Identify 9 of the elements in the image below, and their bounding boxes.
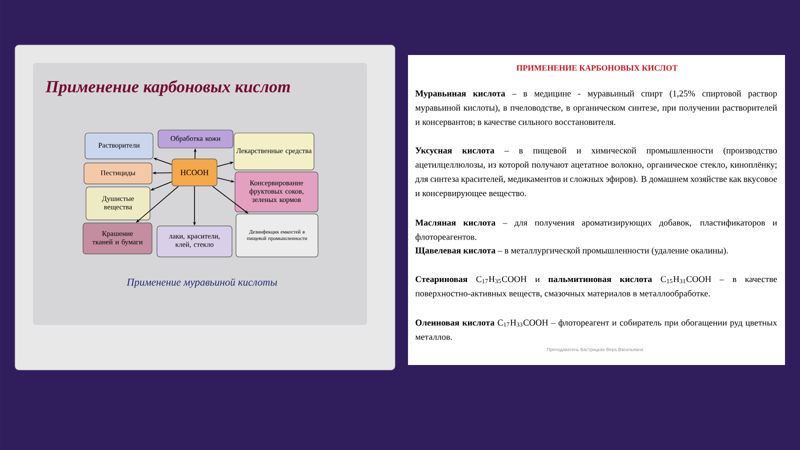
paragraph: Олеиновая кислота C$_{17}$H$_{33}$COOH – флотореагент и собиратель при обогащении руд цветных металлов. [415,319,778,340]
paragraph: Стеариновая C$_{17}$H$_{35}$COOH и пальмитиновая кислота C$_{15}$H$_{31}$COOH – в качестве поверхностно-активных веществ, смазочных материалов в металлообработке. [415,276,777,298]
paragraph: Масляная кислота – для получения ароматизирующих добавок, пластификаторов и флотореагентов. [415,219,777,242]
paragraph: Щавелевая кислота – в металлургической промышленности (удаление окалины). [415,247,728,256]
slide-title: ПРИМЕНЕНИЕ КАРБОНОВЫХ КИСЛОТ [516,65,678,71]
picture-caption: Применение муравьиной кислоты [126,278,277,288]
paragraph: Муравьиная кислота – в медицине - муравьиный спирт (1,25% спиртовой раствор муравьиной кислоты), в пчеловодстве, в органическом синтезе, при получении растворителей и консервантов; в качестве сильного восстановителя. [415,90,777,127]
paragraph: Уксусная кислота – в пищевой и химической промышленности (производство ацетилцеллюлозы, из которой получают ацетатное волокно, органическое стекло, киноплёнку; для синтеза красителей, медикаментов и сложных эфиров). В домашнем хозяйстве как вкусовое и консервирующее вещество. [415,147,777,198]
picture-heading: Применение карбоновых кислот [45,80,290,96]
